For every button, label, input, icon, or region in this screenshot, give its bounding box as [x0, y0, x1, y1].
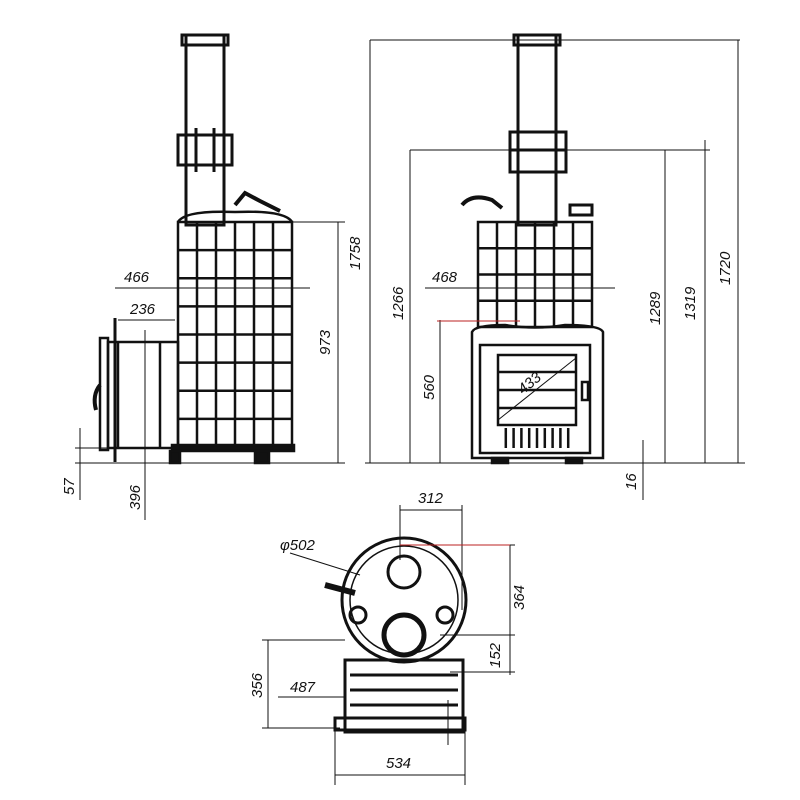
dim-468: 468 [432, 269, 458, 286]
top-body [324, 536, 468, 734]
front-dimensions [365, 39, 745, 500]
side-view: 466 236 973 1758 57 396 [61, 33, 371, 520]
dim-1319: 1319 [682, 286, 699, 320]
dim-16: 16 [623, 473, 640, 490]
dim-502-diameter: φ502 [280, 537, 315, 554]
top-dimensions [262, 505, 515, 785]
side-stone-cage [168, 190, 296, 465]
dim-1758: 1758 [347, 236, 364, 270]
dim-1266: 1266 [390, 286, 407, 320]
side-dimensions [75, 40, 371, 520]
dim-236: 236 [129, 301, 156, 318]
dim-487: 487 [290, 679, 316, 696]
dim-534: 534 [386, 755, 411, 772]
front-stone-cage [476, 220, 594, 329]
dim-57: 57 [61, 478, 78, 495]
front-view: 468 1266 560 433 1289 1319 1720 16 [365, 33, 745, 500]
side-chimney [176, 33, 234, 227]
dim-396: 396 [127, 484, 144, 510]
dim-364: 364 [511, 585, 528, 610]
dim-312: 312 [418, 490, 444, 507]
front-chimney [460, 33, 594, 227]
top-view: 312 φ502 364 152 356 487 534 [249, 490, 528, 785]
dim-356: 356 [249, 672, 266, 698]
dim-466: 466 [124, 269, 150, 286]
dim-973: 973 [317, 329, 334, 355]
front-firebox [470, 323, 605, 465]
side-firebox-tunnel [92, 318, 180, 462]
dim-1720: 1720 [717, 251, 734, 285]
dim-152: 152 [487, 642, 504, 668]
dim-1289: 1289 [647, 291, 664, 325]
dim-560: 560 [421, 374, 438, 400]
